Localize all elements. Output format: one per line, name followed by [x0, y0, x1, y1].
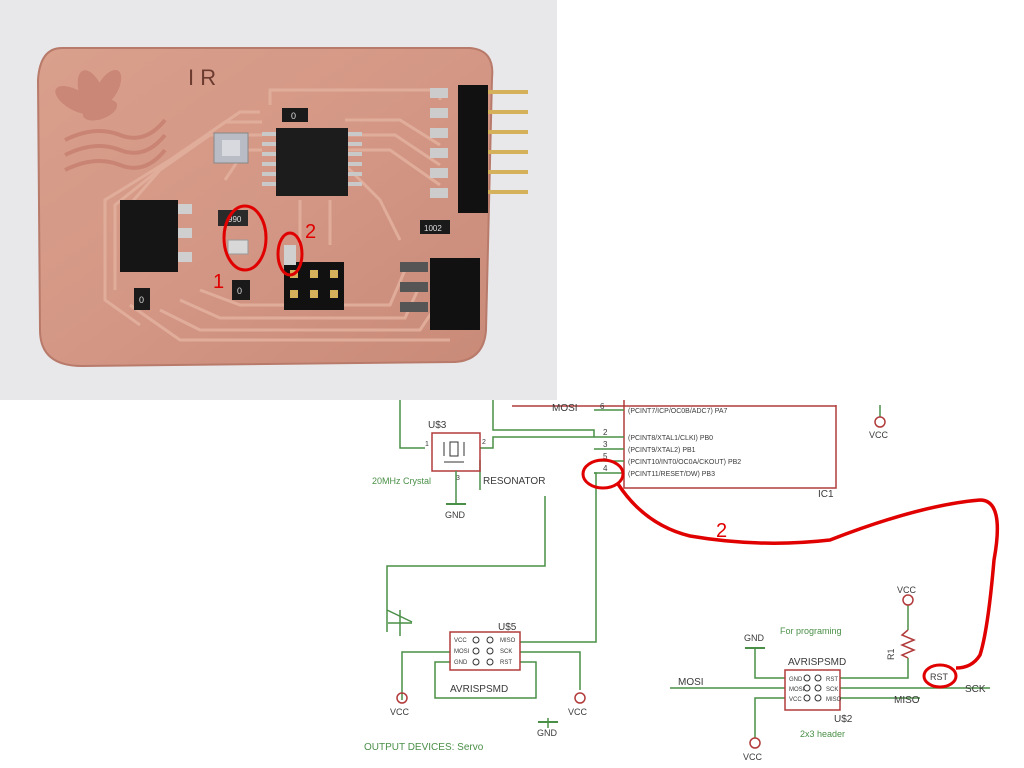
svg-text:0: 0: [139, 295, 144, 305]
resonator-ref: U$3: [428, 420, 447, 431]
pin-header-isp: [400, 258, 480, 330]
svg-text:RST: RST: [826, 677, 838, 683]
net-rst: RST: [930, 672, 949, 682]
svg-text:VCC: VCC: [789, 697, 802, 703]
solder-jumper: [284, 245, 296, 265]
ic-pin-num: 4: [603, 464, 608, 473]
board-marking: I R: [188, 65, 216, 90]
svg-text:VCC: VCC: [454, 638, 467, 644]
ic1-label: IC1: [818, 489, 834, 500]
svg-text:VCC: VCC: [897, 585, 917, 595]
svg-text:GND: GND: [445, 510, 466, 520]
gnd-symbol-right: GND: [744, 633, 765, 649]
vcc-symbol-mid: VCC: [568, 692, 588, 717]
vcc-symbol-top: VCC: [869, 405, 889, 440]
svg-text:GND: GND: [537, 728, 558, 738]
svg-text:GND: GND: [744, 633, 765, 643]
resonator-value: 20MHz Crystal: [372, 476, 431, 486]
wires: [386, 400, 990, 738]
vcc-symbol-left: VCC: [390, 692, 410, 717]
header-left-symbol: U$5 AVRISPSMD VCC MOSI GND MISO SCK RST: [449, 622, 521, 695]
resonator-part: [213, 132, 249, 164]
svg-text:VCC: VCC: [743, 752, 763, 762]
ic-chip: [262, 128, 362, 196]
pcb-board: [36, 47, 494, 368]
voltage-regulator: [120, 200, 192, 272]
vcc-symbol-r1: VCC: [897, 585, 917, 606]
resistor-right: 1002: [420, 220, 450, 234]
header-right-symbol: AVRISPSMD U$2 2x3 header For programing …: [780, 626, 853, 739]
net-miso: MISO: [894, 695, 920, 706]
svg-text:GND: GND: [789, 677, 803, 683]
ic-pin-num: 5: [603, 452, 608, 461]
header-right-name: AVRISPSMD: [788, 657, 846, 668]
svg-text:MISO: MISO: [826, 697, 842, 703]
ic-pin-num: 6: [600, 402, 605, 411]
svg-text:SCK: SCK: [826, 687, 838, 693]
svg-text:0: 0: [237, 286, 242, 296]
callout-1: 1: [213, 204, 268, 293]
svg-text:1002: 1002: [424, 224, 442, 233]
svg-text:VCC: VCC: [568, 707, 588, 717]
resonator-name: RESONATOR: [483, 476, 545, 487]
svg-text:990: 990: [228, 215, 242, 224]
ic-pin-text: (PCINT8/XTAL1/CLKI) PB0: [628, 435, 713, 442]
svg-text:MISO: MISO: [500, 638, 516, 644]
resistor-left: 0: [134, 288, 150, 310]
ic-pin-text: (PCINT7/ICP/OC0B/ADC7) PA7: [628, 408, 728, 415]
svg-text:1: 1: [213, 271, 224, 293]
svg-text:1: 1: [425, 441, 429, 448]
svg-text:GND: GND: [454, 660, 468, 666]
annotation-2: 2: [581, 458, 1000, 689]
svg-text:RST: RST: [500, 660, 512, 666]
svg-text:2: 2: [482, 439, 486, 446]
callout-2: 2: [276, 221, 316, 277]
ic-pin-num: 3: [603, 440, 608, 449]
svg-text:MOSI: MOSI: [454, 649, 470, 655]
pcb-photo: I R: [0, 0, 557, 400]
header-right-ref: U$2: [834, 714, 853, 725]
ic-pin-text: (PCINT9/XTAL2) PB1: [628, 447, 696, 454]
svg-text:R1: R1: [886, 648, 896, 660]
mosi-pin-net: MOSI: [552, 403, 578, 414]
pin-header-servo: [284, 262, 344, 310]
wave-logo: [64, 118, 167, 172]
gnd-symbol-resonator: GND: [445, 471, 466, 520]
svg-text:MOSI: MOSI: [789, 687, 805, 693]
svg-text:0: 0: [291, 111, 296, 121]
gnd-symbol-left: GND: [537, 721, 558, 738]
svg-text:VCC: VCC: [869, 430, 889, 440]
vcc-symbol-bottom: VCC: [743, 737, 763, 762]
header-right-note: For programing: [780, 626, 842, 636]
traces: [103, 88, 450, 342]
resistor-bottom: 0: [232, 280, 250, 300]
svg-text:2: 2: [305, 221, 316, 243]
ic-pin-num: 2: [603, 428, 608, 437]
section-label: OUTPUT DEVICES: Servo: [364, 742, 484, 753]
resistor-top: 0: [282, 108, 308, 122]
header-left-name: AVRISPSMD: [450, 684, 508, 695]
svg-text:SCK: SCK: [500, 649, 512, 655]
header-right-value: 2x3 header: [800, 729, 845, 739]
schematic: IC1 6 2 3 5 4 (PCINT7/ICP/OC0B/ADC7) PA7…: [360, 400, 1024, 768]
svg-text:2: 2: [716, 520, 727, 542]
net-sck: SCK: [965, 684, 986, 695]
resistor-r1: R1: [886, 629, 916, 660]
ic-pin-text: (PCINT10/INT0/OC0A/CKOUT) PB2: [628, 459, 741, 466]
pin-header-right: [430, 85, 528, 213]
svg-text:VCC: VCC: [390, 707, 410, 717]
flower-logo: [55, 69, 122, 121]
ic1-symbol: IC1 6 2 3 5 4 (PCINT7/ICP/OC0B/ADC7) PA7…: [512, 400, 837, 500]
svg-text:3: 3: [456, 475, 460, 482]
ic-pin-text: (PCINT11/RESET/DW) PB3: [628, 471, 715, 478]
header-left-ref: U$5: [498, 622, 517, 633]
net-mosi: MOSI: [678, 677, 704, 688]
